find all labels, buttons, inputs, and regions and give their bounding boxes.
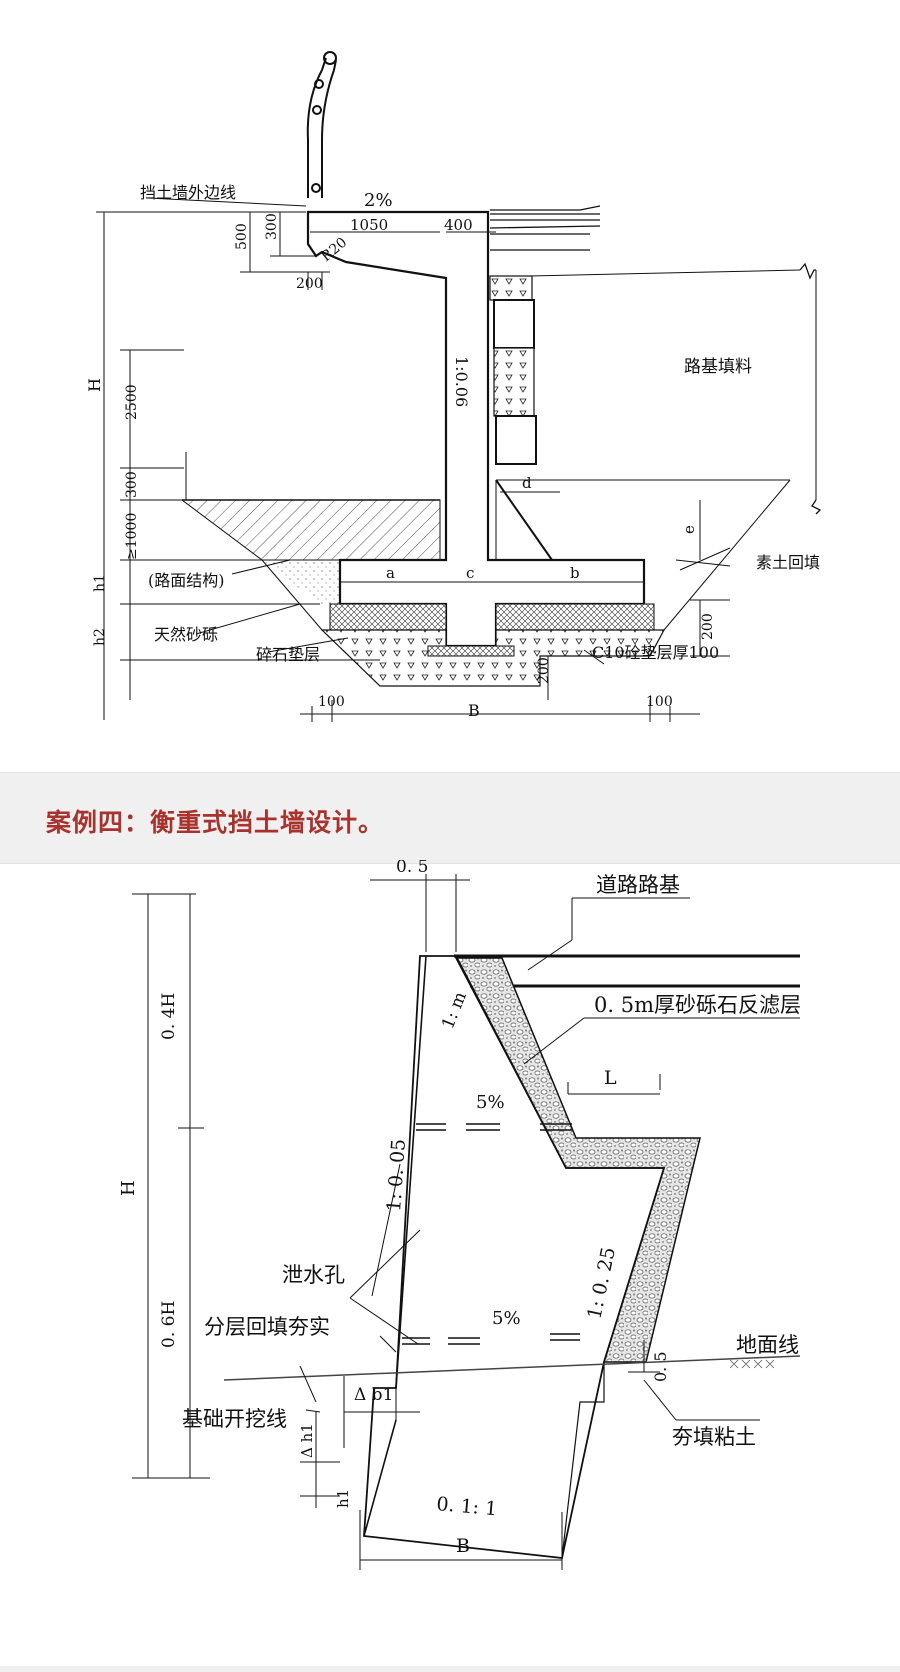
dim-500: 500	[234, 223, 250, 250]
dim-H: H	[118, 1180, 139, 1196]
filter-label: 0. 5m厚砂砾石反滤层	[594, 993, 801, 1017]
drain-blocks	[489, 275, 537, 465]
dim-1000: ≥1000	[124, 513, 140, 560]
base-slope: 0. 1: 1	[436, 1493, 498, 1520]
dim-0-4H: 0. 4H	[159, 993, 179, 1040]
dim-L: L	[604, 1067, 617, 1089]
slope-top-label: 2%	[364, 190, 393, 211]
dim-0-6H: 0. 6H	[159, 1301, 179, 1348]
railing	[306, 51, 337, 198]
slope-1-0-05: 1: 0. 05	[383, 1138, 410, 1212]
ground-line	[223, 1355, 801, 1381]
dim-B-bottom: B	[456, 1535, 470, 1557]
sand-label: 天然砂砾	[154, 625, 218, 644]
dim-h1-top: h1	[92, 574, 108, 592]
dim-100-left: 100	[318, 694, 345, 710]
section-title-band: 案例四：衡重式挡土墙设计。	[0, 772, 900, 864]
balance-weight-wall-drawing: 0. 5 道路路基 0. 5m厚砂砾石反滤层 0. 4H 1: m L 1: 0…	[118, 860, 801, 1570]
dim-delta-b1: Δ b1	[354, 1385, 393, 1405]
dim-100-right: 100	[646, 694, 673, 710]
dim-200b: 200	[700, 613, 716, 640]
pct-upper: 5%	[476, 1092, 505, 1113]
cantilever-wall-drawing: 挡土墙外边线 2% 1050 400 500 300 R20 200 H 250…	[85, 51, 822, 722]
dim-300b: 300	[124, 471, 140, 498]
dim-400: 400	[444, 216, 473, 234]
slope-1-0-25: 1: 0. 25	[583, 1245, 620, 1321]
drain-label: 泄水孔	[282, 1263, 345, 1287]
backfill-label: 素土回填	[756, 553, 820, 572]
pct-lower: 5%	[492, 1308, 521, 1329]
gravel-label: 碎石垫层	[256, 645, 320, 664]
section-title: 案例四：衡重式挡土墙设计。	[46, 808, 385, 837]
excav-label: 基础开挖线	[182, 1407, 287, 1431]
dim-1050: 1050	[350, 216, 388, 234]
dim-d: d	[522, 474, 532, 492]
dim-0-5-top: 0. 5	[396, 860, 428, 877]
wall-slope-label: 1:0.06	[452, 356, 471, 407]
road-label: 道路路基	[596, 873, 680, 897]
filter-layer	[454, 957, 701, 1363]
dim-2500: 2500	[124, 384, 140, 420]
dim-delta-h1: Δ h1	[298, 1423, 316, 1458]
wall-body	[306, 210, 646, 648]
dim-200c: 200	[536, 657, 552, 684]
dim-0-5-right: 0. 5	[651, 1351, 670, 1382]
dim-h2-top: h2	[92, 628, 108, 646]
outer-edge-label: 挡土墙外边线	[140, 183, 236, 202]
road-base	[454, 954, 800, 988]
fill-label: 路基填料	[684, 357, 752, 377]
dim-b: b	[570, 564, 580, 582]
layer-label: 分层回填夯实	[204, 1315, 330, 1339]
c10-label: C10砼垫层厚100	[592, 643, 719, 662]
bottom-strip	[0, 1666, 900, 1672]
dim-h-top: H	[85, 378, 104, 392]
dim-a: a	[386, 564, 395, 582]
weep-holes	[402, 1123, 580, 1345]
ground-label: 地面线	[736, 1333, 799, 1357]
dim-h1: h1	[334, 1489, 352, 1508]
dim-B-top: B	[468, 701, 480, 720]
dim-e: e	[680, 525, 698, 534]
ground-left	[180, 499, 441, 561]
dim-300a: 300	[264, 213, 280, 240]
dim-200a: 200	[296, 276, 323, 292]
road-surface	[489, 205, 822, 515]
slope-1-m: 1: m	[438, 989, 471, 1032]
pavement-label: (路面结构)	[148, 571, 225, 590]
clay-label: 夯填粘土	[672, 1425, 756, 1449]
dim-c: c	[466, 564, 474, 582]
